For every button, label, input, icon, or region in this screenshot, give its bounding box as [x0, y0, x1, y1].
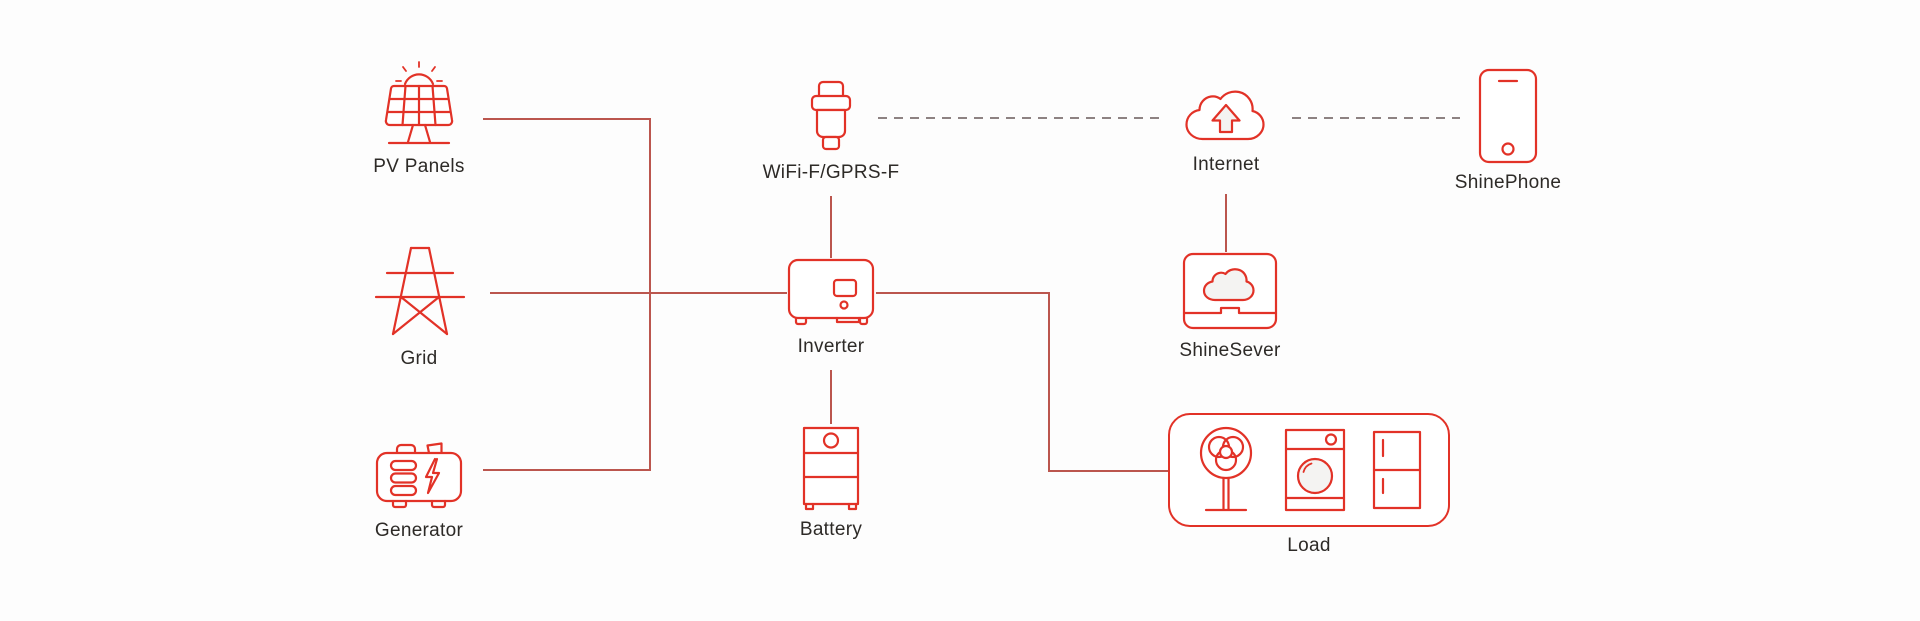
node-label: Load	[1287, 535, 1331, 556]
node-label: ShinePhone	[1454, 172, 1562, 193]
connector-wifi-to-internet-dashed	[878, 117, 1162, 119]
node-shinesever: ShineSever	[1155, 252, 1305, 362]
connector-inverter-to-battery	[830, 370, 832, 424]
node-label: WiFi-F/GPRS-F	[762, 162, 900, 183]
connector-internet-to-shinephone-dashed	[1292, 117, 1460, 119]
connector-grid-to-inverter	[490, 292, 787, 294]
connector-inverter-to-load-h2	[1048, 470, 1168, 472]
inverter-icon	[787, 258, 875, 326]
connector-internet-to-shinesever	[1225, 194, 1227, 252]
laptop-cloud-icon	[1182, 252, 1278, 330]
connector-inverter-to-load-h1	[876, 292, 1050, 294]
node-battery: Battery	[756, 426, 906, 541]
node-inverter: Inverter	[756, 258, 906, 358]
smartphone-icon	[1478, 68, 1538, 164]
cloud-upload-icon	[1185, 90, 1265, 141]
node-label: Battery	[799, 519, 863, 540]
node-generator: Generator	[344, 432, 494, 542]
node-pv-panels: PV Panels	[344, 58, 494, 178]
connector-junction-vertical	[649, 118, 651, 471]
connector-generator-to-junction	[483, 469, 650, 471]
node-label: Generator	[374, 520, 464, 541]
solar-panel-icon	[384, 61, 454, 145]
battery-icon	[802, 426, 860, 511]
fan-icon	[1199, 426, 1253, 512]
node-label: Internet	[1192, 154, 1260, 175]
connector-pv-to-junction	[483, 118, 650, 120]
node-shinephone: ShinePhone	[1433, 68, 1583, 194]
node-label: ShineSever	[1179, 340, 1281, 361]
node-wifi-dongle: WiFi-F/GPRS-F	[756, 80, 906, 184]
node-label: Grid	[400, 348, 438, 369]
refrigerator-icon	[1372, 430, 1422, 510]
washing-machine-icon	[1284, 428, 1346, 512]
transmission-tower-icon	[374, 246, 466, 336]
node-load: Load	[1168, 413, 1450, 557]
generator-icon	[375, 442, 463, 509]
connector-wifi-to-inverter	[830, 196, 832, 258]
appliances-icon	[1168, 413, 1450, 527]
wifi-dongle-icon	[810, 80, 852, 151]
connector-inverter-to-load-v	[1048, 292, 1050, 472]
node-grid: Grid	[344, 242, 494, 370]
node-label: Inverter	[797, 336, 865, 357]
node-internet: Internet	[1151, 82, 1301, 176]
node-label: PV Panels	[373, 156, 465, 177]
